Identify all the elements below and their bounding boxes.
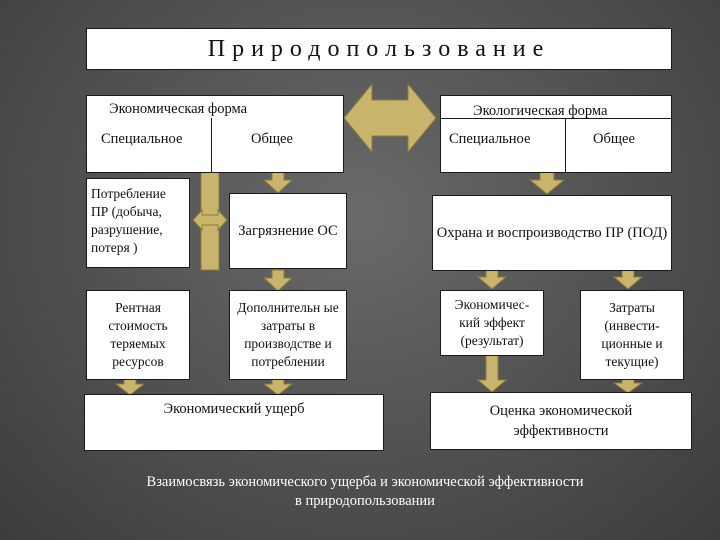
double-arrow-forms [343, 82, 437, 154]
econ-effect-box: Экономичес- кий эффект (результат) [440, 290, 544, 356]
ecological-form-general: Общее [593, 131, 635, 147]
ecological-form-divider [565, 118, 566, 172]
down-arrow-rent [114, 377, 146, 396]
down-arrow-eco-form [528, 171, 566, 195]
costs-box: Затраты (инвести- ционные и текущие) [580, 290, 684, 380]
page-title: Природопользование [86, 28, 672, 70]
caption-line-1: Взаимосвязь экономического ущерба и экон… [146, 474, 584, 490]
caption: Взаимосвязь экономического ущерба и экон… [60, 473, 670, 511]
economic-form-special: Специальное [101, 131, 183, 147]
pollution-box: Загрязнение ОС [229, 193, 347, 269]
economic-form-general: Общее [251, 131, 293, 147]
economic-form-box: Экономическая форма Специальное Общее [86, 95, 344, 173]
efficiency-box: Оценка экономической эффективности [430, 392, 692, 450]
down-arrow-costs [612, 377, 644, 394]
protection-box: Охрана и воспроизводство ПР (ПОД) [432, 195, 672, 271]
consumption-box: Потребление ПР (добыча, разрушение, поте… [86, 178, 190, 268]
down-arrow-pollution [262, 269, 294, 292]
economic-form-header: Экономическая форма [109, 101, 248, 117]
caption-line-2: в природопользовании [295, 493, 435, 509]
economic-form-divider [211, 118, 212, 172]
down-arrow-effect [476, 354, 508, 393]
ecological-form-special: Специальное [449, 131, 531, 147]
down-arrow-protection-left [476, 269, 508, 290]
ecological-form-header: Экологическая форма [473, 103, 608, 119]
down-arrow-protection-right [612, 269, 644, 290]
double-arrow-small [192, 208, 228, 232]
down-arrow-extra-costs [262, 377, 294, 396]
ecological-form-hline [441, 118, 671, 119]
rent-box: Рентная стоимость теряемых ресурсов [86, 290, 190, 380]
extra-costs-box: Дополнительн ые затраты в производстве и… [229, 290, 347, 380]
down-arrow-general-left [262, 171, 294, 194]
damage-box: Экономический ущерб [84, 394, 384, 451]
ecological-form-box: Экологическая форма Специальное Общее [440, 95, 672, 173]
